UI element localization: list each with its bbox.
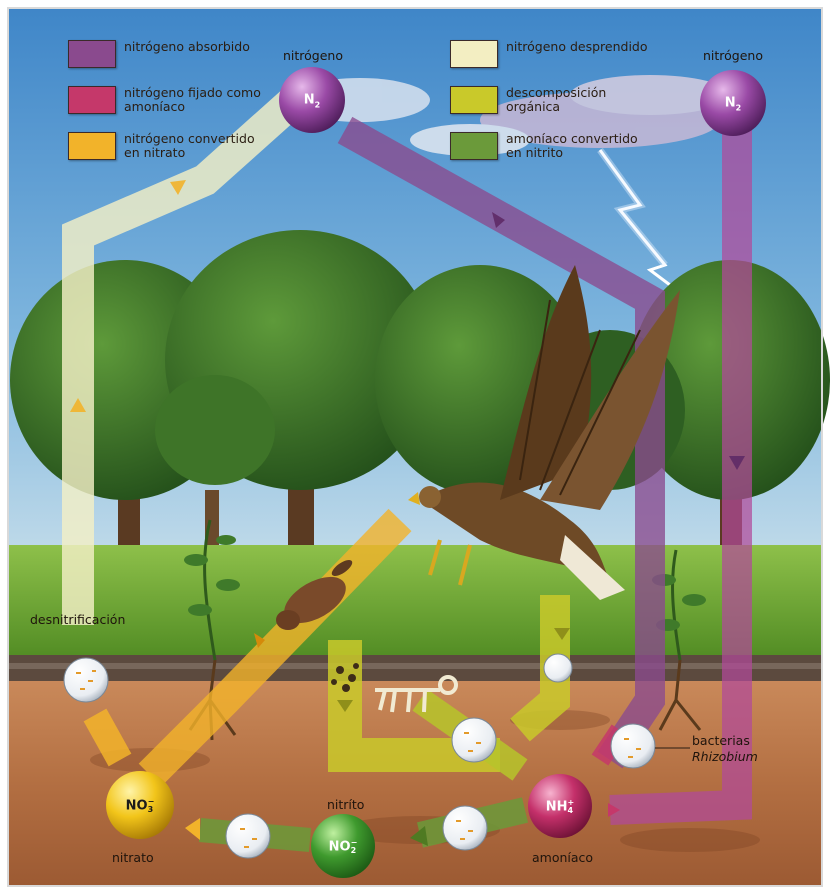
formula-nitrate: NO−3: [126, 798, 155, 814]
legend-swatch: [450, 86, 498, 114]
legend-item-nitrate: nitrógeno convertido en nitrato: [68, 132, 274, 160]
legend-swatch: [450, 132, 498, 160]
label-ammonia: amoníaco: [532, 850, 593, 865]
formula-ammonia: NH+4: [546, 799, 574, 815]
label-denitrification: desnitrificación: [30, 612, 125, 627]
label-rhizobium: Rhizobium: [692, 749, 758, 764]
legend-label: descomposición orgánica: [506, 86, 656, 114]
label-nitrate: nitrato: [112, 850, 154, 865]
legend-label: nitrógeno fijado como amoníaco: [124, 86, 274, 114]
legend-swatch: [68, 132, 116, 160]
label-bacteria: bacterias: [692, 733, 750, 748]
legend-label: amoníaco convertido en nitrito: [506, 132, 656, 160]
label-nitrogen-left: nitrógeno: [283, 48, 343, 63]
legend-swatch: [68, 40, 116, 68]
label-nitrogen-right: nitrógeno: [703, 48, 763, 63]
legend-item-released: nitrógeno desprendido: [450, 40, 656, 68]
formula-n2-left: N2: [304, 93, 320, 110]
formula-n2-right: N2: [725, 96, 741, 113]
formula-nitrite: NO−2: [329, 839, 358, 855]
legend-item-fixed: nitrógeno fijado como amoníaco: [68, 86, 274, 114]
legend-label: nitrógeno convertido en nitrato: [124, 132, 274, 160]
legend-item-nitrite-conversion: amoníaco convertido en nitrito: [450, 132, 656, 160]
label-nitrite: nitríto: [327, 797, 364, 812]
legend-label: nitrógeno absorbido: [124, 40, 274, 54]
legend-swatch: [450, 40, 498, 68]
legend-label: nitrógeno desprendido: [506, 40, 656, 54]
legend-item-absorbed: nitrógeno absorbido: [68, 40, 274, 68]
legend-swatch: [68, 86, 116, 114]
legend-item-decomposition: descomposición orgánica: [450, 86, 656, 114]
